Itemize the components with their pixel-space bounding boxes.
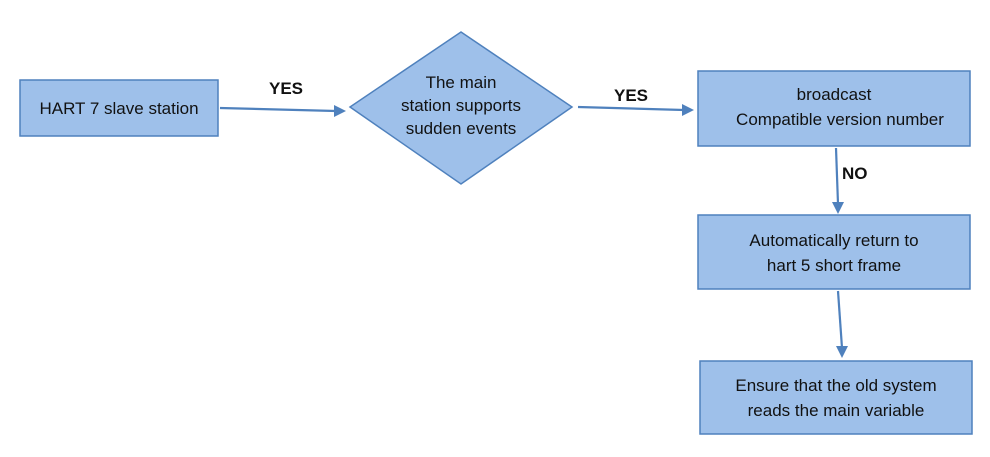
edge-slave-to-decision: YES	[219, 79, 346, 117]
node-ensure-line-1: Ensure that the old system	[735, 376, 936, 395]
node-slave-station: HART 7 slave station	[19, 79, 219, 137]
node-broadcast-line-1: broadcast	[797, 85, 872, 104]
node-slave-station-label: HART 7 slave station	[39, 99, 198, 118]
edge-label-yes-2: YES	[614, 86, 648, 105]
node-decision-line-3: sudden events	[406, 119, 517, 138]
node-auto-return: Automatically return to hart 5 short fra…	[697, 214, 971, 290]
node-broadcast-line-2: Compatible version number	[736, 110, 944, 129]
node-broadcast: broadcast Compatible version number	[697, 70, 971, 147]
node-decision: The main station supports sudden events	[348, 31, 574, 185]
edge-auto-return-to-ensure	[836, 290, 848, 358]
edge-decision-to-broadcast: YES	[577, 86, 694, 116]
edge-label-no: NO	[842, 164, 868, 183]
edge-label-yes-1: YES	[269, 79, 303, 98]
node-auto-return-line-2: hart 5 short frame	[767, 256, 901, 275]
node-decision-line-1: The main	[426, 73, 497, 92]
edge-broadcast-to-auto-return: NO	[832, 147, 868, 214]
node-decision-line-2: station supports	[401, 96, 521, 115]
node-ensure: Ensure that the old system reads the mai…	[699, 360, 973, 435]
node-auto-return-line-1: Automatically return to	[749, 231, 918, 250]
node-ensure-line-2: reads the main variable	[748, 401, 925, 420]
